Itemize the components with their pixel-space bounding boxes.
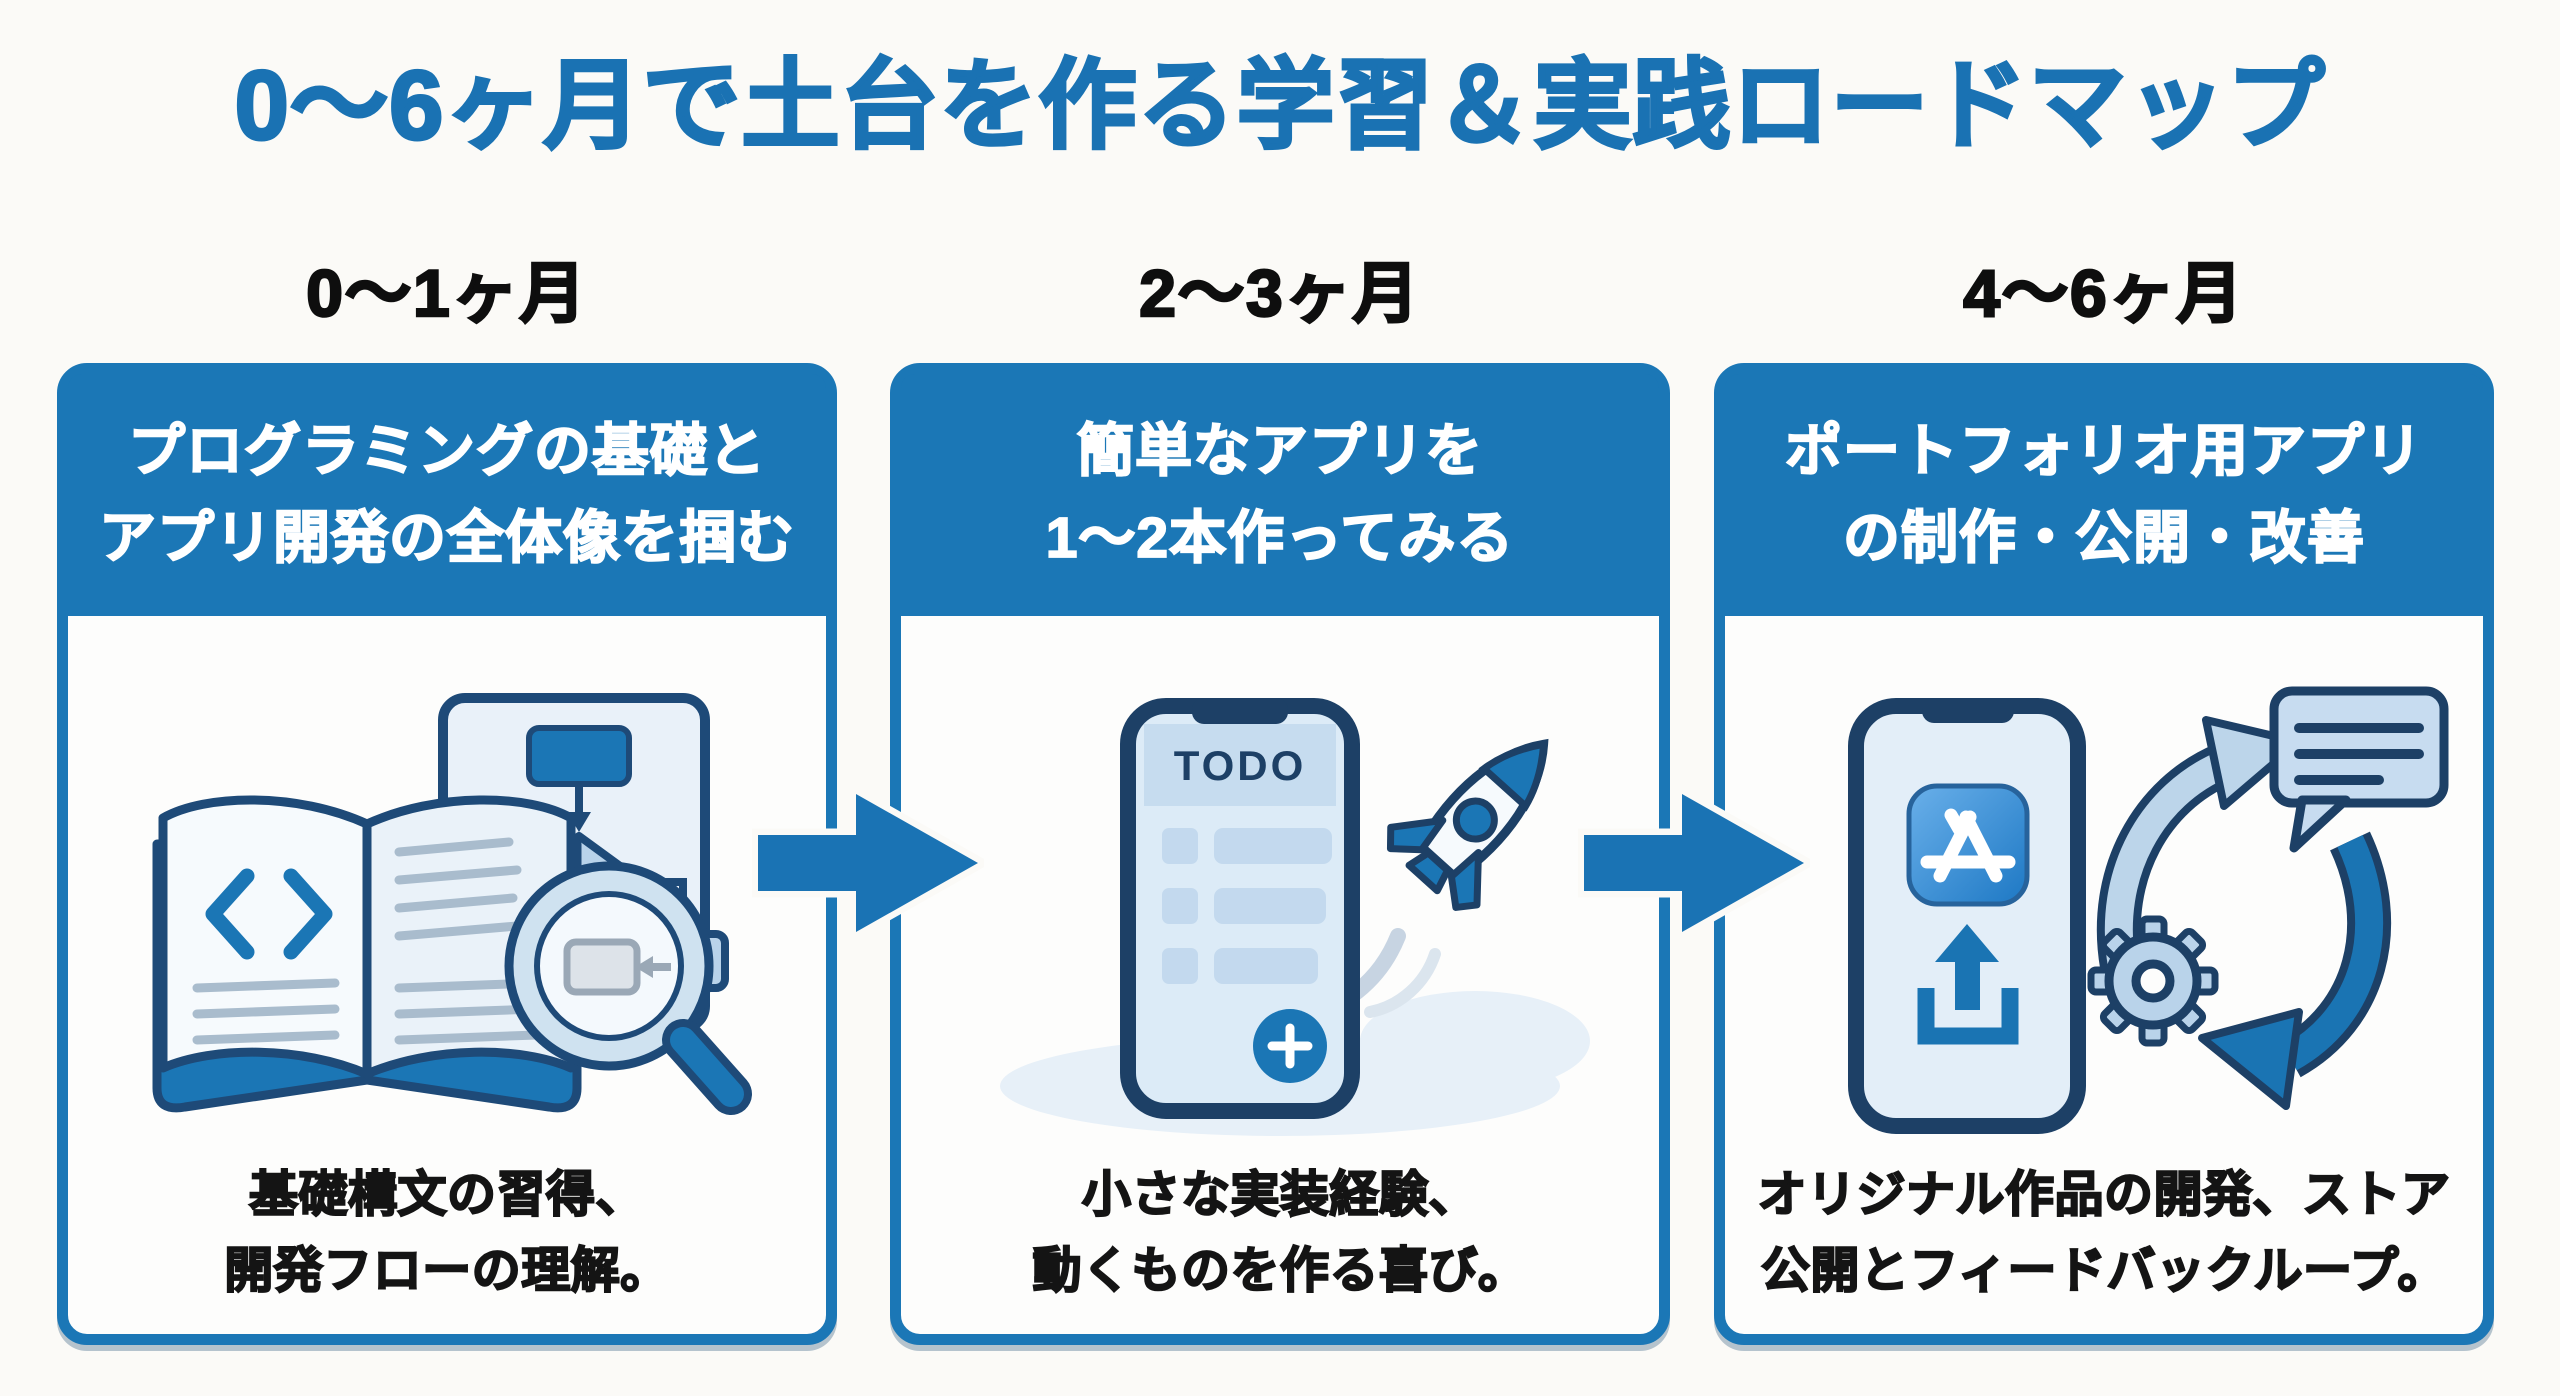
speech-bubble-icon: [2269, 686, 2449, 853]
stage-1-body: 基礎構文の習得、 開発フローの理解。: [68, 616, 826, 1332]
gear-icon: [2087, 915, 2219, 1047]
add-fab-icon: [1253, 1009, 1327, 1083]
stage-3-heading: ポートフォリオ用アプリ の制作・公開・改善: [1725, 374, 2483, 616]
stage-1-card: プログラミングの基礎と アプリ開発の全体像を掴む: [57, 363, 837, 1345]
appstore-phone-icon: [1848, 698, 2086, 1134]
stage-3-body: オリジナル作品の開発、ストア 公開とフィードバックループ。: [1725, 616, 2483, 1332]
book-icon: [152, 795, 582, 1113]
todo-phone-rocket-illustration: TODO: [1000, 698, 1590, 1136]
page-title: 0〜6ヶ月で土台を作る学習＆実践ロードマップ: [233, 49, 2326, 162]
stage-2-heading: 簡単なアプリを 1〜2本作ってみる: [901, 374, 1659, 616]
stage-2-card: 簡単なアプリを 1〜2本作ってみる TODO: [890, 363, 1670, 1345]
stage-3-description: オリジナル作品の開発、ストア 公開とフィードバックループ。: [1756, 1167, 2451, 1299]
code-brackets-icon: [205, 868, 333, 960]
todo-phone-icon: TODO: [1120, 698, 1360, 1119]
appstore-feedback-loop-illustration: [1848, 686, 2449, 1134]
rocket-icon: [1386, 738, 1549, 911]
magnifier-icon: [504, 861, 752, 1115]
todo-app-title: TODO: [1174, 742, 1307, 789]
flow-arrow-2-icon: [1578, 782, 1810, 944]
appstore-icon: [1906, 783, 2030, 907]
stage-3-period-label: 4〜6ヶ月: [1962, 255, 2245, 332]
book-flowchart-magnifier-illustration: [152, 693, 752, 1115]
stage-2-body: TODO: [901, 616, 1659, 1332]
appstore-a-glyph: [1920, 808, 2016, 883]
page-text-lines: [192, 837, 542, 1045]
flow-arrow-1-icon: [752, 782, 984, 944]
stage-3-card: ポートフォリオ用アプリ の制作・公開・改善: [1714, 363, 2494, 1345]
stage-2-description: 小さな実装経験、 動くものを作る喜び。: [1031, 1167, 1528, 1299]
todo-list-rows: [1162, 828, 1332, 984]
stage-1-heading: プログラミングの基礎と アプリ開発の全体像を掴む: [68, 374, 826, 616]
stage-1-description: 基礎構文の習得、 開発フローの理解。: [223, 1167, 670, 1299]
upload-icon: [1917, 924, 2019, 1045]
stage-2-period-label: 2〜3ヶ月: [1138, 255, 1421, 332]
stage-1-period-label: 0〜1ヶ月: [305, 255, 588, 332]
